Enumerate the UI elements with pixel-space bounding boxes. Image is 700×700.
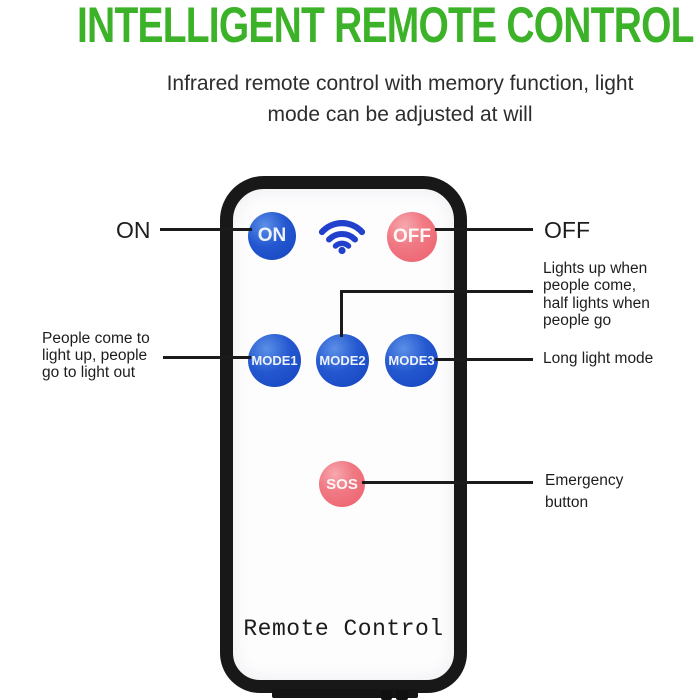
callout-line-mode3 [435,358,533,361]
mode3-button: MODE3 [385,334,438,387]
annotation-mode2-line4: people go [543,312,612,330]
annotation-mode1-line1: People come to [42,330,150,347]
annotation-on: ON [116,217,151,243]
page-title: INTELLIGENT REMOTE CONTROL [77,0,694,53]
subtitle: Infrared remote control with memory func… [95,68,700,130]
callout-line-mode2-horizontal [340,290,533,293]
remote-brand-label: Remote Control [243,616,444,642]
remote-bottom-nub [381,690,392,700]
remote-control-body [220,176,467,693]
off-button: OFF [387,212,437,262]
annotation-mode2-line3: half lights when [543,294,650,312]
callout-line-mode1 [163,356,251,359]
callout-line-sos [362,481,533,484]
annotation-sos-line1: Emergency [545,472,624,489]
annotation-off: OFF [544,217,590,243]
sos-button: SOS [319,461,365,507]
callout-line-mode2-vertical [340,290,343,337]
annotation-mode1-line3: go to light out [42,364,136,381]
annotation-mode3: Long light mode [543,350,654,367]
annotation-sos: Emergency button [545,470,623,514]
mode2-button: MODE2 [316,334,369,387]
on-button: ON [248,212,296,260]
callout-line-on [160,228,252,231]
annotation-mode1: People come to light up, people go to li… [42,330,150,381]
subtitle-line-1: Infrared remote control with memory func… [166,72,634,95]
subtitle-line-2: mode can be adjusted at will [267,103,533,126]
annotation-mode2-line1: Lights up when [543,260,648,277]
annotation-mode2-line2: people come, [543,277,637,295]
wifi-icon [318,220,366,254]
annotation-mode1-line2: light up, people [42,347,148,364]
remote-bottom-nub [396,690,408,700]
remote-bottom-bar [272,689,418,698]
annotation-sos-line2: button [545,494,589,511]
mode1-button: MODE1 [248,334,301,387]
annotation-mode2: Lights up when people come, half lights … [543,260,650,330]
callout-line-off [435,228,533,231]
